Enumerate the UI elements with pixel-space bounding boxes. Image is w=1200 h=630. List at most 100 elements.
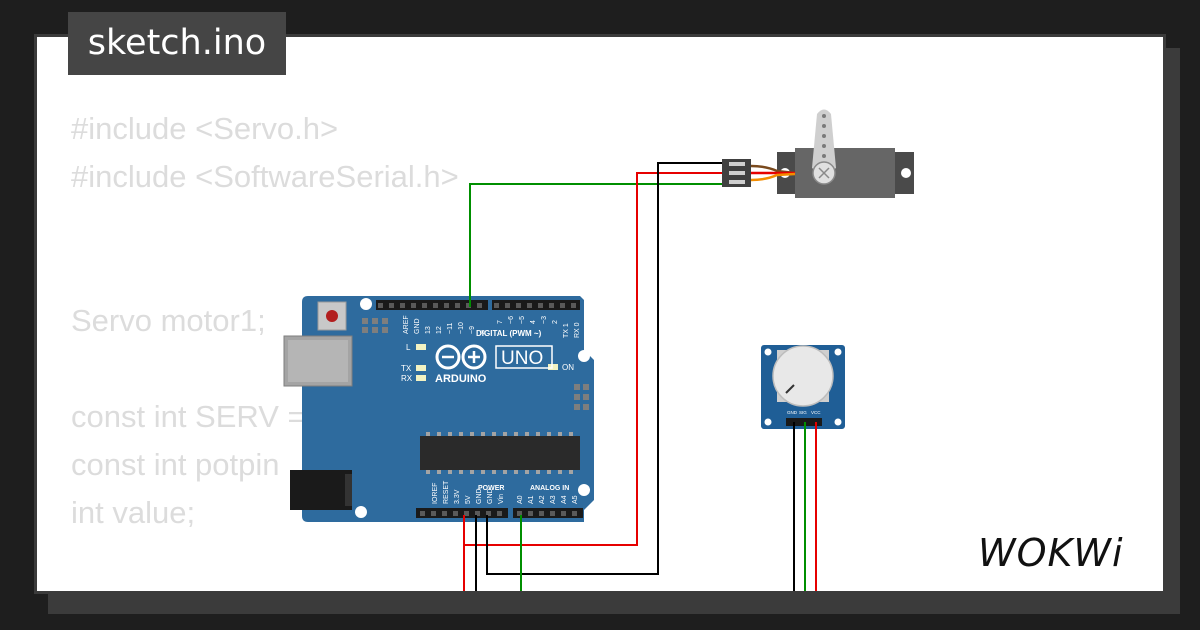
mounting-hole: [360, 298, 372, 310]
led-on-label: ON: [562, 363, 574, 372]
pin-label: GND: [476, 488, 483, 504]
pin-label: GND: [414, 318, 421, 334]
analog-in-label: ANALOG IN: [530, 485, 569, 492]
power-jack: [290, 470, 352, 510]
power-label: POWER: [478, 485, 504, 492]
code-line: #include <Servo.h>: [71, 111, 339, 146]
led-l: [416, 344, 426, 350]
pin-label: RX 0: [574, 322, 581, 338]
code-line: const int SERV =: [71, 399, 306, 434]
servo-cable: [750, 164, 796, 182]
code-line: const int potpin: [71, 447, 280, 482]
digital-pin-holes: [378, 303, 576, 308]
wokwi-logo: WOKWi: [978, 531, 1124, 574]
pin-label: A5: [572, 495, 579, 504]
code-line: Servo motor1;: [71, 303, 266, 338]
pin-label: 4: [530, 320, 537, 324]
servo-mount-hole: [901, 168, 911, 178]
pot-pin-labels: GND SIG VCC: [787, 410, 821, 415]
pin-label: ~11: [447, 323, 454, 334]
pin-label: IOREF: [432, 483, 439, 504]
digital-pin-labels: AREF GND 13 12 ~11 ~10 ~9 8 7 ~6 ~5 4 ~3…: [403, 315, 581, 338]
wire-ground-pot[interactable]: [475, 422, 795, 592]
file-tab[interactable]: sketch.ino: [68, 12, 286, 75]
pin-label: AREF: [403, 315, 410, 334]
pin-label: 8: [480, 330, 487, 334]
analog-header: [513, 508, 583, 518]
wire-power-servo[interactable]: [463, 172, 722, 546]
servo-horn: [812, 109, 836, 173]
pin-label: Vin: [498, 494, 505, 504]
led-on: [548, 364, 558, 370]
pin-label: GND: [487, 488, 494, 504]
power-jack-inner: [345, 474, 352, 506]
arduino-brand-label: ARDUINO: [435, 373, 487, 385]
mounting-hole: [578, 484, 590, 496]
uno-badge: [495, 345, 553, 369]
arduino-logo-icon: [435, 344, 487, 370]
pin-label: ~9: [469, 326, 476, 334]
pin-label: A3: [550, 495, 557, 504]
pin-label: 13: [425, 326, 432, 334]
pot-mount-hole: [834, 418, 842, 426]
arduino-logo-signs: [442, 351, 480, 363]
pin-label: GND: [787, 410, 798, 415]
reset-button[interactable]: [317, 301, 347, 331]
wires: [463, 162, 817, 592]
pin-label: ~5: [519, 316, 526, 324]
pin-label: 3.3V: [454, 489, 461, 504]
pin-label: A2: [539, 495, 546, 504]
wire-ground-servo[interactable]: [486, 162, 722, 575]
pot-mount-hole: [834, 348, 842, 356]
preview-card: #include <Servo.h> #include <SoftwareSer…: [34, 34, 1166, 594]
digital-pwm-label: DIGITAL (PWM ~): [476, 329, 542, 338]
digital-header-right: [492, 300, 580, 310]
servo-horn-holes: [822, 114, 826, 158]
wokwi-logo-text: WOKWi: [978, 531, 1124, 574]
pot-mount-hole: [764, 348, 772, 356]
uno-label: UNO: [501, 348, 543, 369]
pot-mount-hole: [764, 418, 772, 426]
pot-knob-indicator: [785, 384, 795, 394]
servo-body: [795, 148, 895, 198]
pot-knob[interactable]: [772, 345, 834, 407]
pin-label: 5V: [465, 495, 472, 504]
icsp-header: [362, 318, 388, 333]
code-background: #include <Servo.h> #include <SoftwareSer…: [71, 105, 459, 591]
analog-pin-labels: A0 A1 A2 A3 A4 A5: [517, 495, 579, 504]
servo-shaft-cross-icon: [818, 167, 830, 179]
power-header: [416, 508, 508, 518]
pin-label: A4: [561, 495, 568, 504]
chip-pins: [426, 432, 573, 474]
mounting-hole: [578, 350, 590, 362]
wire-signal-servo[interactable]: [469, 183, 722, 307]
code-line: #include <SoftwareSerial.h>: [71, 159, 459, 194]
servo-motor[interactable]: [722, 109, 914, 199]
pin-label: ~10: [458, 322, 465, 334]
pin-label: VCC: [811, 410, 821, 415]
led-tx: [416, 365, 426, 371]
power-analog-pin-holes: [420, 511, 577, 516]
servo-connector-pins: [729, 162, 745, 184]
digital-header-left: [376, 300, 488, 310]
power-pin-labels: IOREF RESET 3.3V 5V GND GND Vin: [432, 480, 505, 504]
reset-button-cap: [326, 310, 338, 322]
pin-label: 2: [552, 320, 559, 324]
code-line: int value;: [71, 495, 196, 530]
led-l-label: L: [406, 343, 411, 352]
atmega-chip: [420, 436, 580, 470]
pin-label: SIG: [799, 410, 807, 415]
pin-label: TX 1: [563, 323, 570, 338]
pin-label: A0: [517, 495, 524, 504]
pin-label: A1: [528, 495, 535, 504]
mounting-hole: [355, 506, 367, 518]
icsp-header-right: [574, 384, 589, 410]
pin-label: ~3: [541, 316, 548, 324]
pin-label: ~6: [508, 316, 515, 324]
arduino-uno-board[interactable]: AREF GND 13 12 ~11 ~10 ~9 8 7 ~6 ~5 4 ~3…: [283, 296, 594, 522]
pin-label: RESET: [443, 480, 450, 504]
led-rx-label: RX: [401, 374, 413, 383]
potentiometer[interactable]: GND SIG VCC: [761, 345, 845, 429]
pin-label: 12: [436, 326, 443, 334]
